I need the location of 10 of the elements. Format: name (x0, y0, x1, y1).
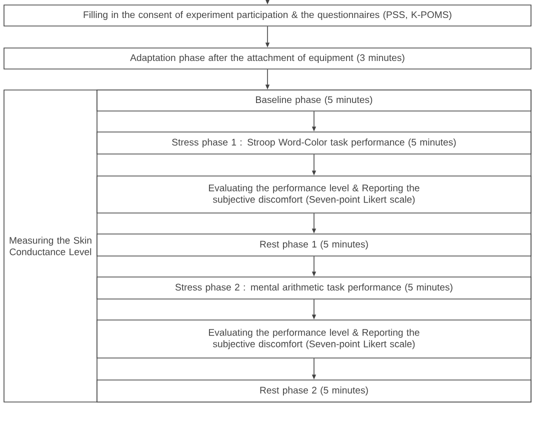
process-box: Evaluating the performance level & Reporting the subjective discomfort (Seven-point Likert scale) (96, 176, 532, 214)
group-label: Measuring the Skin Conductance Level (10, 236, 92, 256)
process-box: Baseline phase (5 minutes) (96, 90, 532, 112)
process-box: Stress phase 2 : mental arithmetic task performance (5 minutes) (96, 276, 532, 300)
process-box: Filling in the consent of experiment participation & the questionnaires (PSS, K-POMS) (4, 4, 532, 26)
process-box: Rest phase 1 (5 minutes) (96, 234, 532, 256)
process-box: Evaluating the performance level & Reporting the subjective discomfort (Seven-point Likert scale) (96, 320, 532, 358)
process-box: Stress phase 1 : Stroop Word-Color task performance (5 minutes) (96, 132, 532, 154)
process-box: Rest phase 2 (5 minutes) (96, 380, 532, 402)
process-box: Adaptation phase after the attachment of equipment (3 minutes) (4, 48, 532, 70)
